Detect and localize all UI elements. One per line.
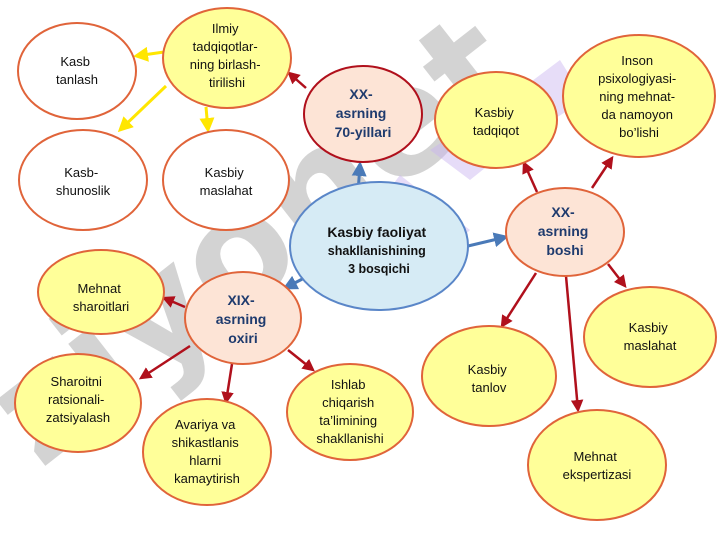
kasbiy-tadqiqot-line-1: Kasbiy: [475, 105, 515, 120]
stage-xx-line-2: asrning: [538, 223, 589, 239]
center-label: Kasbiy faoliyat shakllanishining 3 bosqi…: [327, 224, 430, 276]
center-node: Kasbiy faoliyat shakllanishining 3 bosqi…: [289, 181, 469, 311]
topic-node-kasbshunoslik: Kasb- shunoslik: [18, 129, 148, 231]
arrow-xx-to-kasbiy-maslahat: [607, 263, 627, 288]
stage-xix-line-3: oxiri: [228, 330, 258, 346]
avariya-line-2: shikastlanis: [172, 435, 240, 450]
arrow-ilmiy-to-kasbiy-maslahat: [199, 106, 215, 133]
topic-node-kasbiy-tanlov: Kasbiy tanlov: [421, 325, 557, 427]
stage-node-xx-asrning-boshi: XX- asrning boshi: [505, 187, 625, 277]
kasbiy-tanlov-line-1: Kasbiy: [468, 362, 508, 377]
inson-line-5: bo’lishi: [619, 125, 659, 140]
nodes: Kasbiy faoliyat shakllanishining 3 bosqi…: [14, 7, 717, 521]
kasbiy-tanlov-line-2: tanlov: [472, 380, 507, 395]
inson-line-2: psixologiyasi-: [598, 71, 676, 86]
sharoitni-line-1: Sharoitni: [51, 374, 102, 389]
kasbiy-maslahat-top-line-2: maslahat: [200, 183, 253, 198]
ilmiy-line-4: tirilishi: [209, 75, 245, 90]
arrow-xix-to-ishlab: [287, 349, 315, 372]
ilmiy-line-3: ning birlash-: [190, 57, 261, 72]
ishlab-line-3: ta’limining: [319, 413, 377, 428]
arrow-xx-to-mehnat-ekspertizasi: [564, 275, 584, 413]
arrow-ilmiy-to-kasb-tanlash: [133, 46, 165, 62]
arrow-center-to-xx: [467, 232, 509, 248]
avariya-line-1: Avariya va: [175, 417, 236, 432]
kasbiy-maslahat-right-line-2: maslahat: [624, 338, 677, 353]
stage-xix-line-2: asrning: [216, 311, 267, 327]
stage-xx70-line-1: XX-: [349, 86, 373, 102]
mehnat-sharoitlari-line-2: sharoitlari: [73, 299, 129, 314]
topic-node-mehnat-ekspertizasi: Mehnat ekspertizasi: [527, 409, 667, 521]
kasb-tanlash-line-1: Kasb: [60, 54, 90, 69]
ilmiy-label: Ilmiy tadqiqotlar- ning birlash- tirilis…: [190, 21, 264, 90]
kasb-tanlash-label: Kasb tanlash: [56, 54, 98, 87]
inson-line-4: da namoyon: [601, 107, 673, 122]
topic-node-kasb-tanlash: Kasb tanlash: [17, 22, 137, 120]
stage-xx70-line-2: asrning: [336, 105, 387, 121]
topic-node-kasbiy-maslahat-right: Kasbiy maslahat: [583, 286, 717, 388]
mehnat-ekspertizasi-line-2: ekspertizasi: [563, 467, 632, 482]
inson-line-3: ning mehnat-: [599, 89, 675, 104]
stage-node-xx-70-yillari: XX- asrning 70-yillari: [303, 65, 423, 163]
center-line-3: 3 bosqichi: [348, 262, 410, 276]
arrow-xx-to-kasbiy-tanlov: [500, 272, 538, 329]
mehnat-ekspertizasi-label: Mehnat ekspertizasi: [563, 449, 632, 482]
mehnat-sharoitlari-label: Mehnat sharoitlari: [73, 281, 129, 314]
kasbiy-maslahat-top-line-1: Kasbiy: [205, 165, 245, 180]
topic-node-inson-psixologiyasi: Inson psixologiyasi- ning mehnat- da nam…: [562, 34, 716, 158]
mehnat-sharoitlari-line-1: Mehnat: [78, 281, 122, 296]
center-line-1: Kasbiy faoliyat: [327, 224, 426, 240]
stage-xix-label: XIX- asrning oxiri: [216, 292, 270, 346]
kasbiy-maslahat-right-label: Kasbiy maslahat: [624, 320, 677, 353]
stage-xx70-line-3: 70-yillari: [335, 124, 392, 140]
stage-xix-line-1: XIX-: [227, 292, 255, 308]
topic-node-kasbiy-tadqiqot: Kasbiy tadqiqot: [434, 71, 558, 169]
inson-label: Inson psixologiyasi- ning mehnat- da nam…: [598, 53, 680, 140]
sharoitni-line-2: ratsionali-: [48, 392, 104, 407]
ishlab-line-2: chiqarish: [322, 395, 374, 410]
kasbshunoslik-line-1: Kasb-: [64, 165, 98, 180]
sharoitni-line-3: zatsiyalash: [46, 410, 110, 425]
arrow-xx-to-inson: [590, 155, 614, 189]
topic-node-mehnat-sharoitlari: Mehnat sharoitlari: [37, 249, 165, 335]
inson-line-1: Inson: [621, 53, 653, 68]
stage-xx-label: XX- asrning boshi: [538, 204, 592, 258]
stage-xx70-label: XX- asrning 70-yillari: [335, 86, 392, 140]
ilmiy-line-2: tadqiqotlar-: [193, 39, 258, 54]
topic-node-avariya-kamaytirish: Avariya va shikastlanis hlarni kamaytiri…: [142, 398, 272, 506]
ishlab-line-4: shakllanishi: [316, 431, 383, 446]
topic-node-kasbiy-maslahat-top: Kasbiy maslahat: [162, 129, 290, 231]
kasbiy-tadqiqot-label: Kasbiy tadqiqot: [473, 105, 520, 138]
center-line-2: shakllanishining: [328, 244, 426, 258]
avariya-line-3: hlarni: [189, 453, 221, 468]
sharoitni-label: Sharoitni ratsionali- zatsiyalash: [46, 374, 110, 425]
ishlab-line-1: Ishlab: [331, 377, 366, 392]
avariya-label: Avariya va shikastlanis hlarni kamaytiri…: [172, 417, 243, 486]
topic-node-sharoitni-ratsionalizatsiyalash: Sharoitni ratsionali- zatsiyalash: [14, 353, 142, 453]
topic-node-ilmiy-tadqiqotlar: Ilmiy tadqiqotlar- ning birlash- tirilis…: [162, 7, 292, 109]
kasbshunoslik-line-2: shunoslik: [56, 183, 111, 198]
kasbshunoslik-label: Kasb- shunoslik: [56, 165, 111, 198]
ilmiy-line-1: Ilmiy: [212, 21, 239, 36]
stage-xx-line-1: XX-: [551, 204, 575, 220]
arrow-xix-to-sharoitni: [138, 344, 191, 380]
mehnat-ekspertizasi-line-1: Mehnat: [574, 449, 618, 464]
kasbiy-maslahat-top-label: Kasbiy maslahat: [200, 165, 253, 198]
kasb-tanlash-line-2: tanlash: [56, 72, 98, 87]
kasbiy-tadqiqot-line-2: tadqiqot: [473, 123, 520, 138]
kasbiy-tanlov-label: Kasbiy tanlov: [468, 362, 511, 395]
avariya-line-4: kamaytirish: [174, 471, 240, 486]
stage-xx-line-3: boshi: [546, 242, 583, 258]
arrow-xix-to-avariya: [221, 363, 234, 405]
arrow-xx-to-kasbiy-tadqiqot: [522, 160, 539, 193]
kasbiy-maslahat-right-line-1: Kasbiy: [629, 320, 669, 335]
topic-node-ishlab-chiqarish: Ishlab chiqarish ta’limining shakllanish…: [286, 363, 414, 461]
arrow-xix-to-mehnat-sharoitlari: [161, 296, 186, 309]
stage-node-xix-asrning-oxiri: XIX- asrning oxiri: [184, 271, 302, 365]
arrow-xx70-to-ilmiy: [287, 71, 307, 89]
arrow-ilmiy-to-kasbshunoslik: [117, 84, 168, 133]
ishlab-label: Ishlab chiqarish ta’limining shakllanish…: [316, 377, 383, 446]
